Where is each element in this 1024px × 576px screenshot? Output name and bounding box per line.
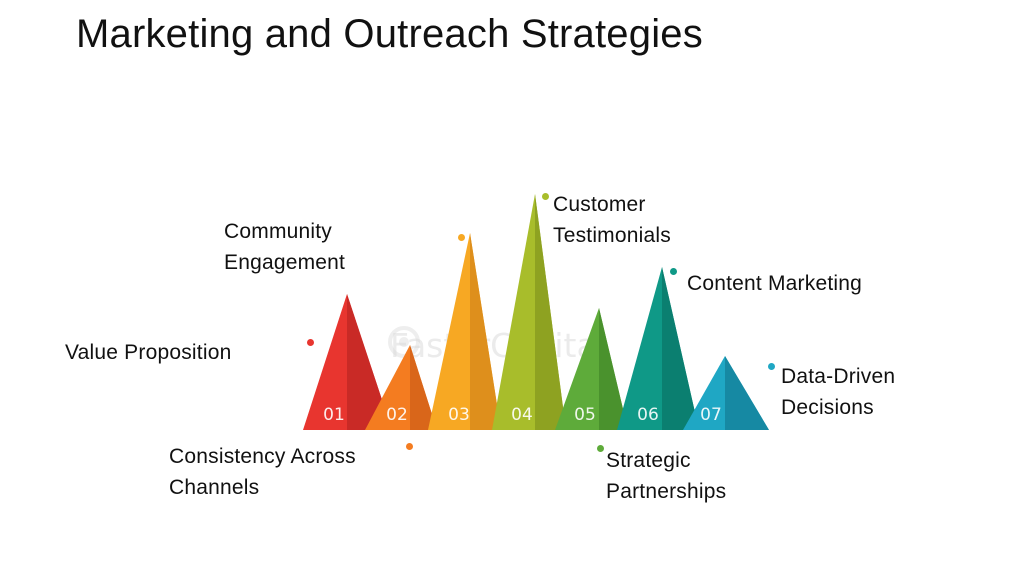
- peak-shade-06: [662, 267, 699, 430]
- step-number-05: 05: [574, 405, 596, 425]
- label-community-engagement: Community Engagement: [224, 220, 346, 274]
- peak-shade-07: [725, 356, 769, 430]
- watermark-text: FasterCapital: [390, 326, 606, 365]
- label-value-proposition: Value Proposition: [65, 341, 232, 364]
- step-number-03: 03: [448, 405, 470, 425]
- step-number-01: 01: [323, 405, 345, 425]
- marker-dot-02: [406, 443, 413, 450]
- peak-shade-03: [470, 233, 501, 430]
- marker-dot-07: [768, 363, 775, 370]
- step-number-06: 06: [637, 405, 659, 425]
- label-customer-testimonials: Customer Testimonials: [553, 193, 671, 247]
- label-content-marketing: Content Marketing: [687, 272, 862, 295]
- marker-dot-05: [597, 445, 604, 452]
- step-number-07: 07: [700, 405, 722, 425]
- marker-dot-01: [307, 339, 314, 346]
- marker-dot-03: [458, 234, 465, 241]
- peak-shade-01: [347, 294, 392, 430]
- label-data-driven-decisions: Data-Driven Decisions: [781, 365, 896, 419]
- peak-shade-02: [410, 345, 437, 430]
- step-number-02: 02: [386, 405, 408, 425]
- watermark-logo-icon: [384, 322, 424, 367]
- step-number-04: 04: [511, 405, 533, 425]
- peak-shade-04: [535, 194, 566, 430]
- marker-dot-04: [542, 193, 549, 200]
- page-title: Marketing and Outreach Strategies: [76, 12, 703, 56]
- label-consistency-across-channels: Consistency Across Channels: [169, 445, 356, 499]
- label-strategic-partnerships: Strategic Partnerships: [606, 449, 727, 503]
- peak-shade-05: [599, 308, 628, 430]
- marker-dot-06: [670, 268, 677, 275]
